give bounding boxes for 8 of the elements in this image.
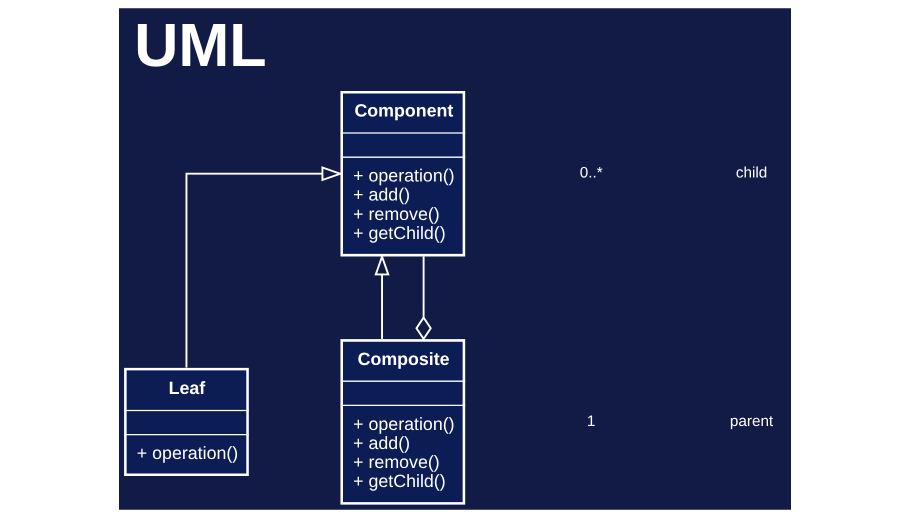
- arrow: [185, 166, 343, 368]
- label: 1: [586, 412, 595, 430]
- diagram-title: UML: [134, 11, 266, 80]
- arrow: [374, 254, 390, 339]
- label: parent: [729, 412, 773, 430]
- label: 0..*: [579, 164, 602, 182]
- label: child: [735, 164, 767, 182]
- connector: [414, 256, 432, 341]
